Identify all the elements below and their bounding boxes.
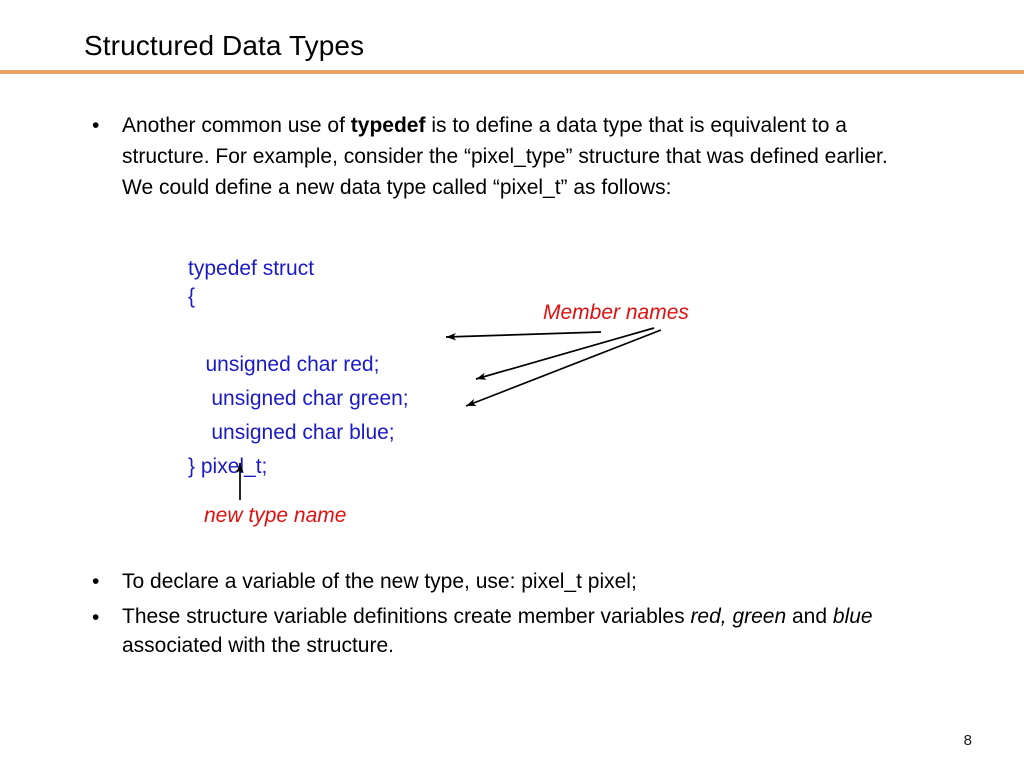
bullet-declare-text: To declare a variable of the new type, u… — [122, 570, 637, 593]
bullet-marker: • — [92, 606, 100, 629]
bullet-intro-part2: is to define a data type that is equival… — [122, 114, 888, 199]
title-divider — [0, 70, 1024, 74]
arrow-to-blue — [465, 329, 662, 407]
bullet-assoc-part2: and — [786, 605, 833, 628]
code-line-member-red: unsigned char red; — [188, 353, 380, 376]
page-number: 8 — [963, 732, 972, 749]
bullet-assoc-part3: associated with the structure. — [122, 634, 394, 657]
annotation-new-type-name: new type name — [204, 504, 347, 527]
code-line-blank — [188, 314, 409, 348]
code-block: typedef struct { unsigned char red; unsi… — [188, 258, 409, 484]
bullet-intro-text: Another common use of typedef is to defi… — [122, 110, 912, 203]
annotation-member-names: Member names — [543, 301, 689, 324]
code-line-typedef-struct: typedef struct — [188, 257, 315, 280]
bullet-assoc-em2: blue — [832, 605, 873, 628]
bullet-assoc: • These structure variable definitions c… — [86, 602, 976, 660]
bullet-assoc-part1: These structure variable definitions cre… — [122, 605, 691, 628]
code-line-member-blue: unsigned char blue; — [188, 421, 395, 444]
code-line-member-green: unsigned char green; — [188, 387, 409, 410]
bullet-assoc-text: These structure variable definitions cre… — [122, 602, 970, 660]
code-line-open-brace: { — [188, 285, 196, 308]
bullet-intro-keyword: typedef — [350, 114, 426, 137]
arrow-to-red — [445, 331, 602, 341]
bullet-intro-part1: Another common use of — [122, 114, 351, 137]
bullet-intro: • Another common use of typedef is to de… — [86, 110, 926, 203]
page-title: Structured Data Types — [84, 30, 365, 61]
bullet-declare: • To declare a variable of the new type,… — [86, 566, 966, 597]
bullet-assoc-em1: red, green — [690, 605, 787, 628]
bullet-marker: • — [92, 570, 100, 593]
bullet-marker: • — [92, 114, 100, 137]
arrow-to-green — [475, 327, 655, 380]
code-line-close-pixel-t: } pixel_t; — [188, 455, 268, 478]
